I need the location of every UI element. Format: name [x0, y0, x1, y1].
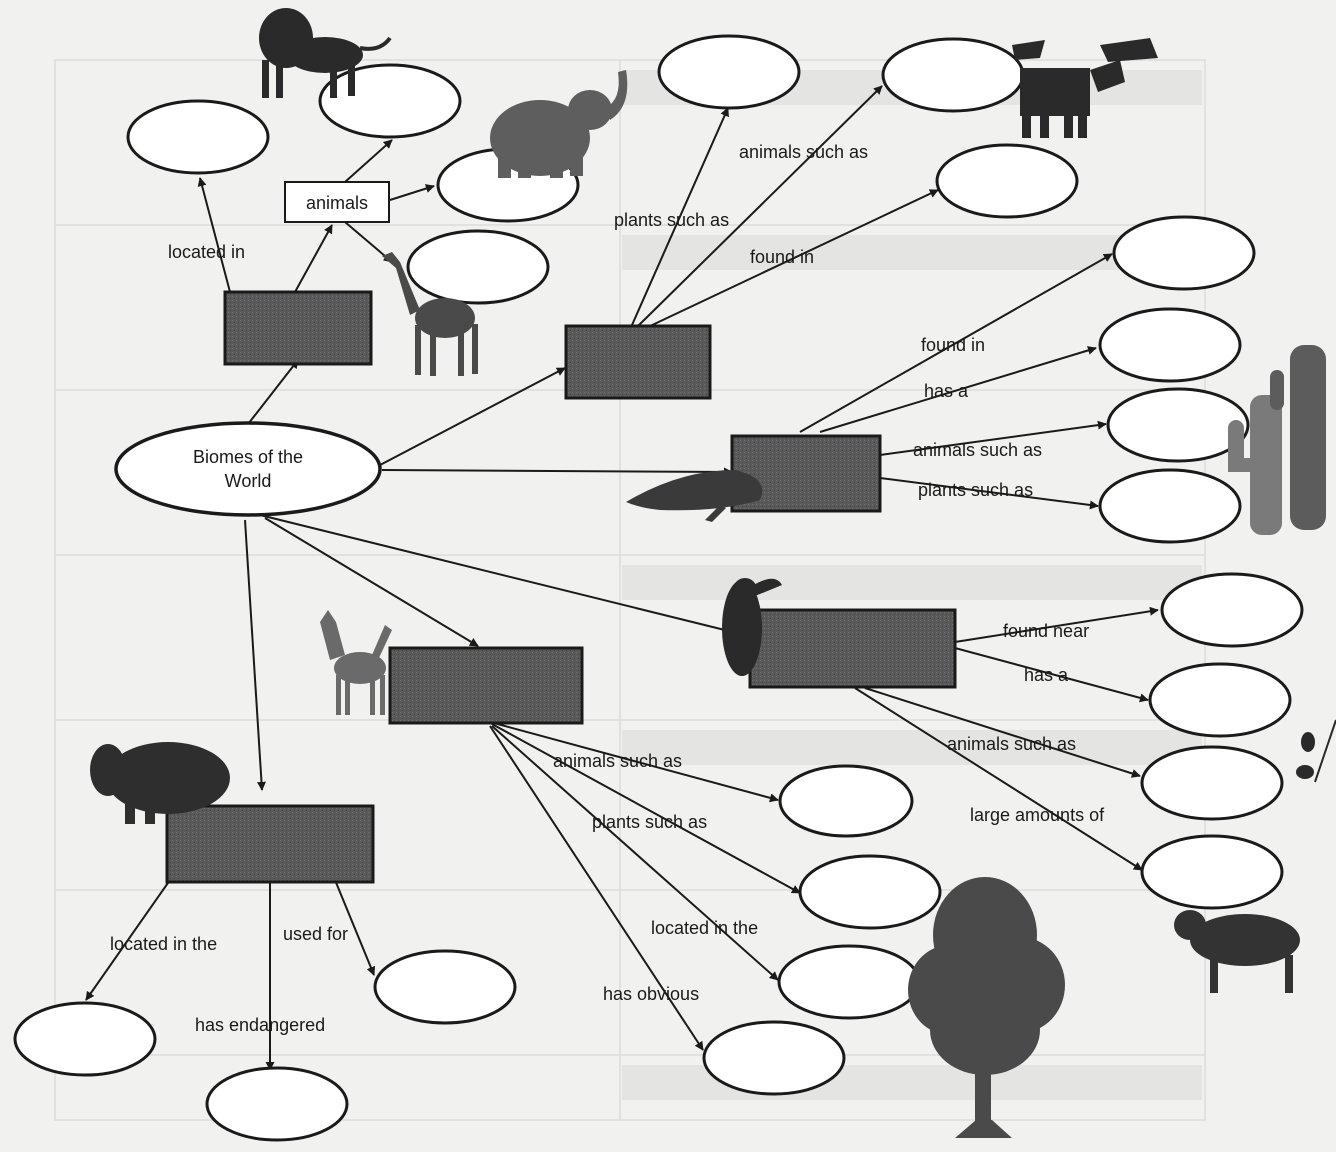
oval-rainforest-large-amounts[interactable]: [1140, 834, 1284, 910]
oval-deciduous-animals[interactable]: [778, 764, 914, 838]
jaguar-icon: [1174, 910, 1300, 993]
oval-desert-plants[interactable]: [1098, 468, 1242, 544]
oval-savanna-animal-1[interactable]: [318, 63, 462, 139]
oval-rainforest-has-a[interactable]: [1148, 662, 1292, 738]
oval-taiga-plants[interactable]: [657, 34, 801, 110]
link-grassland-used-for: used for: [283, 924, 349, 944]
oval-desert-animals[interactable]: [1106, 387, 1250, 463]
link-savanna-located-in: located in: [168, 242, 246, 262]
link-rainforest-found-near: found near: [1003, 621, 1090, 641]
link-desert-found-in: found in: [921, 335, 986, 355]
lizard-icon: [626, 470, 763, 522]
oval-deciduous-location[interactable]: [777, 944, 921, 1020]
deer-icon: [320, 610, 392, 715]
link-deciduous-animals: animals such as: [553, 751, 683, 771]
oval-grassland-endangered[interactable]: [205, 1066, 349, 1142]
biome-box-rainforest: [748, 608, 957, 689]
center-title: Biomes of the World: [158, 445, 338, 493]
oval-deciduous-plants[interactable]: [798, 854, 942, 930]
answer-ovals: [13, 34, 1304, 1142]
oval-deciduous-obvious[interactable]: [702, 1020, 846, 1096]
giraffe-icon: [382, 252, 478, 376]
biome-box-deciduous: [388, 646, 584, 725]
center-title-line2: World: [224, 471, 272, 491]
oval-savanna-location[interactable]: [126, 99, 270, 175]
oval-taiga-animals[interactable]: [881, 37, 1025, 113]
oval-savanna-animal-3[interactable]: [406, 229, 550, 305]
tree-icon: [908, 877, 1065, 1138]
oval-rainforest-animals[interactable]: [1140, 745, 1284, 821]
biome-box-grassland: [165, 804, 375, 884]
toucan-icon: [722, 578, 782, 676]
bison-icon: [90, 742, 230, 824]
link-rainforest-large-amounts: large amounts of: [970, 805, 1105, 825]
link-grassland-located: located in the: [110, 934, 218, 954]
oval-desert-has-a[interactable]: [1098, 307, 1242, 383]
animals-box: [284, 181, 390, 223]
biome-boxes: [165, 290, 957, 884]
lion-icon: [259, 8, 392, 98]
oval-desert-found-in[interactable]: [1112, 215, 1256, 291]
moose-icon: [1012, 38, 1158, 138]
link-taiga-found-in: found in: [750, 247, 815, 267]
oval-grassland-use[interactable]: [373, 949, 517, 1025]
biome-box-taiga: [564, 324, 712, 400]
oval-rainforest-found-near[interactable]: [1160, 572, 1304, 648]
biome-box-savanna: [223, 290, 373, 366]
oval-taiga-found-in[interactable]: [935, 143, 1079, 219]
plant-sprig-icon: [1296, 719, 1336, 783]
link-grassland-endangered: has endangered: [195, 1015, 326, 1035]
center-title-line1: Biomes of the: [192, 447, 304, 467]
link-desert-plants: plants such as: [918, 480, 1034, 500]
oval-grassland-location[interactable]: [13, 1001, 157, 1077]
link-deciduous-has-obvious: has obvious: [603, 984, 700, 1004]
link-deciduous-located: located in the: [651, 918, 759, 938]
animals-box-label: animals: [305, 193, 369, 213]
link-taiga-animals: animals such as: [739, 142, 869, 162]
elephant-icon: [490, 70, 628, 178]
center-oval: [114, 421, 382, 517]
cactus-icon: [1228, 345, 1326, 535]
link-desert-has-a: has a: [924, 381, 969, 401]
connectors: [85, 85, 1159, 1071]
link-taiga-plants: plants such as: [614, 210, 730, 230]
link-rainforest-has-a: has a: [1024, 665, 1069, 685]
link-rainforest-animals: animals such as: [947, 734, 1077, 754]
link-deciduous-plants: plants such as: [592, 812, 708, 832]
link-desert-animals: animals such as: [913, 440, 1043, 460]
